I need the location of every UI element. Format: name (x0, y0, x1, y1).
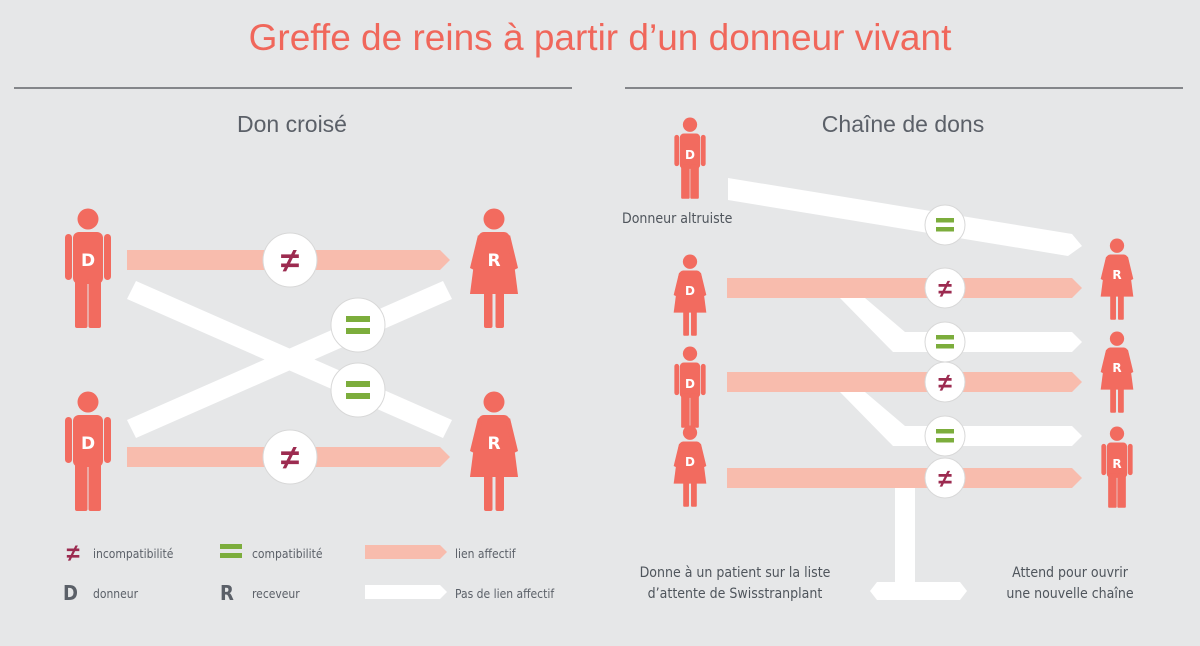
legend-recipient: receveur (252, 587, 300, 601)
svg-text:D: D (685, 455, 695, 469)
heading-don-croise: Don croisé (237, 111, 347, 137)
heading-chaine-de-dons: Chaîne de dons (822, 111, 984, 137)
legend: ≠ incompatibilité compatibilité lien aff… (63, 540, 555, 605)
recipient-female-bottom: R (470, 391, 518, 511)
eq-badge-chain-2 (924, 321, 966, 363)
chain-links (727, 178, 1082, 600)
svg-text:R: R (1112, 361, 1121, 375)
waitlist-label-line1: Donne à un patient sur la liste (640, 565, 831, 581)
svg-text:≠: ≠ (281, 242, 300, 280)
legend-white-arrow (365, 585, 447, 599)
eq-badge-upper (330, 297, 386, 353)
eq-badge-chain-3 (924, 415, 966, 457)
altruistic-donor: D (674, 117, 706, 199)
legend-emotional-link: lien affectif (455, 547, 517, 561)
legend-incompatibility: incompatibilité (93, 547, 174, 561)
white-arrow-altruist (728, 178, 1082, 256)
svg-text:R: R (487, 251, 500, 271)
legend-d-icon: D (63, 581, 78, 605)
svg-text:D: D (685, 148, 695, 162)
page-title: Greffe de reins à partir d’un donneur vi… (249, 17, 952, 58)
legend-no-emotional-link: Pas de lien affectif (455, 587, 555, 601)
waitlist-label-line2: d’attente de Swisstranplant (648, 586, 823, 602)
new-chain-label-line1: Attend pour ouvrir (1012, 565, 1129, 581)
altruistic-donor-label: Donneur altruiste (622, 211, 733, 227)
new-chain-label-line2: une nouvelle chaîne (1006, 586, 1133, 602)
chain-recipient-1: R (1100, 238, 1134, 320)
chain-recipient-3: R (1101, 426, 1133, 508)
donor-male-bottom: D (65, 391, 111, 511)
svg-text:D: D (81, 434, 95, 454)
svg-text:R: R (1112, 268, 1121, 282)
chain-recipient-2: R (1100, 331, 1134, 413)
recipient-female-top: R (470, 208, 518, 328)
svg-text:≠: ≠ (938, 369, 952, 397)
neq-badge-chain-3: ≠ (924, 457, 966, 499)
chain-donor-3: D (673, 425, 707, 507)
legend-compatibility: compatibilité (252, 547, 323, 561)
donor-male-top: D (65, 208, 111, 328)
svg-text:R: R (1112, 457, 1121, 471)
svg-text:R: R (487, 434, 500, 454)
chain-donor-2: D (674, 346, 706, 428)
legend-r-icon: R (220, 581, 234, 605)
svg-text:D: D (81, 251, 95, 271)
legend-eq-icon (220, 544, 242, 549)
legend-neq-icon: ≠ (66, 540, 79, 567)
svg-text:D: D (685, 377, 695, 391)
neq-badge-top: ≠ (262, 232, 318, 288)
neq-badge-chain-2: ≠ (924, 361, 966, 403)
neq-badge-bottom: ≠ (262, 429, 318, 485)
neq-badge-chain-1: ≠ (924, 267, 966, 309)
eq-badge-lower (330, 362, 386, 418)
svg-text:≠: ≠ (938, 275, 952, 303)
chain-donor-1: D (673, 254, 707, 336)
legend-pink-arrow (365, 545, 447, 559)
white-t-waitlist (870, 488, 967, 600)
legend-donor: donneur (93, 587, 139, 601)
eq-badge-chain-1 (924, 204, 966, 246)
svg-text:≠: ≠ (938, 465, 952, 493)
svg-text:D: D (685, 284, 695, 298)
svg-text:≠: ≠ (281, 439, 300, 477)
